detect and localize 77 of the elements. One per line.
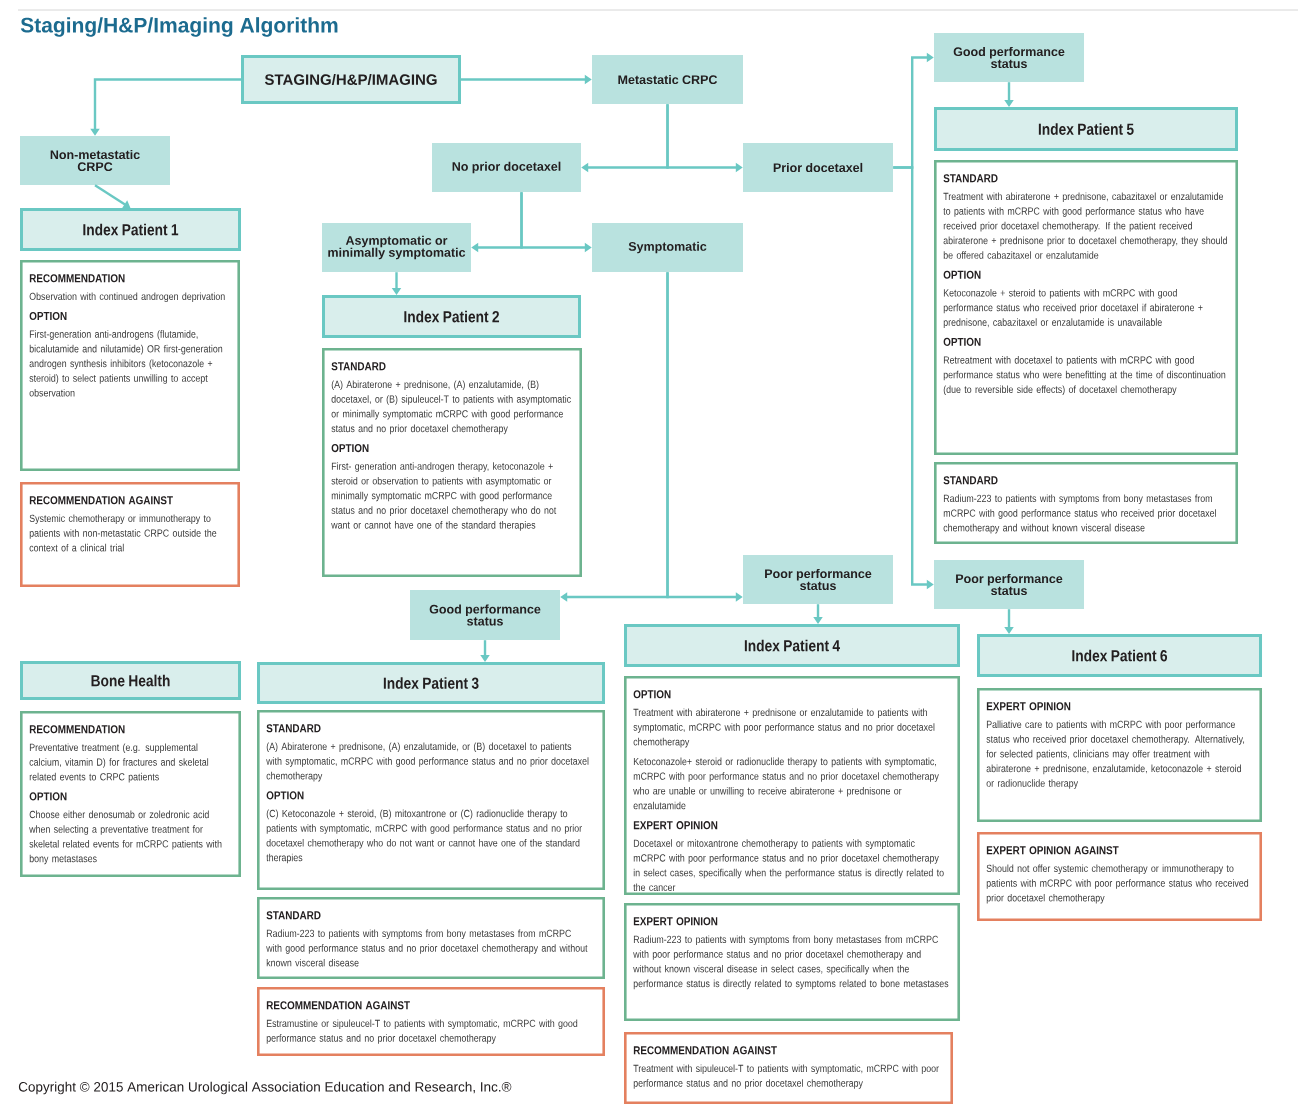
card-text: Radium-223 to patients with symptoms from bony metastases from mCRPC with poor performance status and no prior docetaxel chemotherapy and without known visceral disease in select cases, specifically when the performance status is directly related to symptoms related to bone metastases: [633, 935, 949, 990]
card-text: Observation with continued androgen deprivation: [29, 292, 225, 303]
copyright-text: Copyright © 2015 American Urological Association Education and Research, Inc.®: [18, 1081, 512, 1095]
process-box: Good performance status: [934, 33, 1084, 82]
card-text: Radium-223 to patients with symptoms from bony metastases from mCRPC with good performance status who received prior docetaxel chemotherapy and without known visceral disease: [943, 494, 1216, 534]
card-heading: RECOMMENDATION AGAINST: [29, 496, 173, 505]
index-patient-box: Index Patient 3: [257, 662, 605, 704]
card-heading: OPTION: [943, 270, 981, 279]
title: Staging/H&P/Imaging Algorithm: [20, 17, 338, 37]
card-text: (A) Abiraterone + prednisone, (A) enzalutamide, (B) docetaxel, or (B) sipuleucel-T to patients with asymptomatic or minimally symptomatic mCRPC with good performance status and no prior docetaxel chemotherapy: [331, 380, 571, 435]
recommendation-card: [20, 482, 240, 587]
recommendation-card: [20, 260, 240, 471]
index-patient-box: Index Patient 4: [624, 624, 960, 667]
card-text: Radium-223 to patients with symptoms from bony metastases from mCRPC with good performance status and no prior docetaxel chemotherapy and without known visceral disease: [266, 929, 588, 967]
card-text: Treatment with abiraterone + prednisone or enzalutamide to patients with symptomatic, mCRPC with poor performance status and no prior docetaxel chemotherapy: [633, 708, 935, 748]
card-heading: EXPERT OPINION: [633, 821, 718, 830]
card-heading: OPTION: [331, 444, 369, 453]
card-text: Palliative care to patients with mCRPC with poor performance status who received prior docetaxel chemotherapy. Alternatively, for selected patients, clinicians may offer treatment with abiraterone + prednisone, enzalutamide, ketoconazole + steroid or radionuclide therapy: [986, 720, 1245, 789]
card-text: Should not offer systemic chemotherapy or immunotherapy to patients with mCRPC with poor performance status who received prior docetaxel chemotherapy: [986, 864, 1249, 904]
card-heading: EXPERT OPINION: [986, 702, 1071, 711]
recommendation-card: [624, 676, 960, 895]
card-heading: RECOMMENDATION AGAINST: [266, 1001, 410, 1010]
card-heading: OPTION: [29, 311, 67, 321]
card-text: Estramustine or sipuleucel-T to patients with symptomatic, mCRPC with good performance status and no prior docetaxel chemotherapy: [266, 1019, 578, 1044]
card-text: Preventative treatment (e.g. supplemental calcium, vitamin D) for fractures and skeletal related events to CRPC patients: [29, 743, 209, 783]
card-heading: RECOMMENDATION: [29, 274, 125, 283]
card-heading: EXPERT OPINION: [633, 917, 718, 926]
index-patient-box: Index Patient 6: [977, 634, 1262, 677]
index-patient-box: Index Patient 2: [322, 295, 581, 338]
index-patient-box: Index Patient 5: [934, 107, 1238, 151]
process-box: Non-metastatic CRPC: [20, 136, 170, 185]
process-box: Symptomatic: [592, 223, 743, 272]
process-box: Metastatic CRPC: [592, 55, 743, 104]
card-text: Ketoconazole + steroid to patients with mCRPC with good performance status who received prior docetaxel if abiraterone + prednisone, cabazitaxel or enzalutamide is unavailable: [943, 288, 1203, 328]
card-heading: RECOMMENDATION AGAINST: [633, 1046, 777, 1055]
recommendation-card: [624, 903, 960, 1021]
index-patient-box: Index Patient 1: [20, 208, 241, 251]
process-box: No prior docetaxel: [432, 143, 581, 192]
card-text: (A) Abiraterone + prednisone, (A) enzalutamide, or (B) docetaxel to patients with symptomatic, mCRPC with good performance status and no prior docetaxel chemotherapy: [266, 742, 589, 782]
recommendation-card: [624, 1032, 953, 1104]
card-heading: OPTION: [633, 690, 671, 699]
index-patient-box: Bone Health: [20, 661, 241, 700]
card-heading: OPTION: [943, 337, 981, 346]
card-heading: STANDARD: [266, 724, 321, 733]
recommendation-card: [977, 688, 1262, 822]
recommendation-card: [934, 462, 1238, 544]
card-text: Ketoconazole+ steroid or radionuclide therapy to patients with symptomatic, mCRPC with poor performance status and no prior docetaxel chemotherapy who are unable or unwilling to receive abiraterone + prednisone or enzalutamide: [633, 757, 939, 810]
card-text: Systemic chemotherapy or immunotherapy to patients with non-metastatic CRPC outside the context of a clinical trial: [29, 514, 217, 552]
process-box: Good performance status: [410, 590, 560, 640]
card-text: Docetaxel or mitoxantrone chemotherapy to patients with symptomatic mCRPC with poor performance status and no prior docetaxel chemotherapy in select cases, specifically when the performance status is directly related to the cancer: [633, 839, 944, 892]
card-heading: OPTION: [29, 792, 67, 801]
card-heading: EXPERT OPINION AGAINST: [986, 846, 1119, 855]
process-box: Prior docetaxel: [743, 143, 893, 192]
process-box: STAGING/H&P/IMAGING: [241, 55, 461, 104]
process-box: Poor performance status: [743, 555, 893, 604]
recommendation-card: [257, 897, 605, 979]
card-heading: STANDARD: [331, 362, 386, 371]
card-heading: STANDARD: [943, 174, 998, 183]
card-text: Retreatment with docetaxel to patients with mCRPC with good performance status who were benefitting at the time of discontinuation (due to reversible side effects) of docetaxel chemotherapy: [943, 356, 1226, 396]
recommendation-card: [977, 832, 1262, 921]
card-heading: STANDARD: [266, 911, 321, 920]
recommendation-card: [20, 711, 241, 877]
card-text: First-generation anti-androgens (flutamide, bicalutamide and nilutamide) OR first-generation androgen synthesis inhibitors (ketoconazole + steroid) to select patients unwilling to accept observation: [29, 330, 223, 397]
card-text: First- generation anti-androgen therapy, ketoconazole + steroid or observation to patients with asymptomatic or minimally symptomatic mCRPC with good performance status and no prior docetaxel chemotherapy who do not want or cannot have one of the standard therapies: [331, 462, 557, 531]
process-box: Poor performance status: [934, 560, 1084, 609]
recommendation-card: [934, 160, 1238, 455]
recommendation-card: [257, 987, 605, 1056]
card-text: (C) Ketoconazole + steroid, (B) mitoxantrone or (C) radionuclide therapy to patients with symptomatic, mCRPC with good performance status and no prior docetaxel chemotherapy who do not want or cannot have one of the standard therapies: [266, 809, 582, 864]
card-text: Treatment with sipuleucel-T to patients with symptomatic, mCRPC with poor performance status and no prior docetaxel chemotherapy: [633, 1064, 939, 1089]
process-box: Asymptomatic or minimally symptomatic: [322, 223, 471, 272]
card-heading: OPTION: [266, 791, 304, 800]
recommendation-card: [257, 710, 605, 890]
card-text: Treatment with abiraterone + prednisone, cabazitaxel or enzalutamide to patients with mCRPC with good performance status who have received prior docetaxel chemotherapy. If the patient received abiraterone + prednisone prior to docetaxel chemotherapy, they should be offered cabazitaxel or enzalutamide: [943, 192, 1227, 259]
card-heading: RECOMMENDATION: [29, 725, 125, 734]
recommendation-card: [322, 348, 582, 577]
card-heading: STANDARD: [943, 476, 998, 485]
card-text: Choose either denosumab or zoledronic acid when selecting a preventative treatment for skeletal related events for mCRPC patients with bony metastases: [29, 810, 222, 865]
